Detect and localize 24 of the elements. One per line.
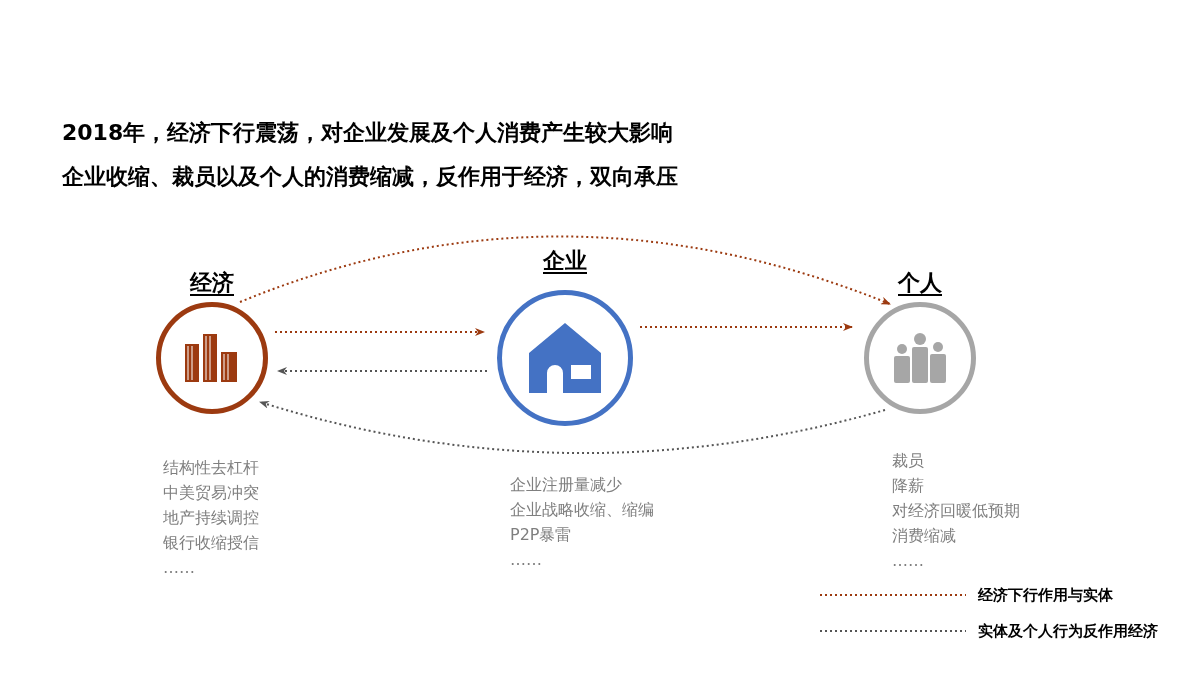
list-item: …… (510, 549, 543, 571)
list-item: …… (163, 557, 196, 579)
list-item: 中美贸易冲突 (163, 482, 259, 504)
list-item: 对经济回暖低预期 (892, 500, 1020, 522)
list-item: 消费缩减 (892, 525, 957, 547)
subtitle: 企业收缩、裁员以及个人的消费缩减，反作用于经济，双向承压 (62, 163, 678, 191)
list-item: …… (892, 550, 925, 572)
list-item: 企业战略收缩、缩编 (510, 499, 654, 521)
node-heading: 个人 (898, 269, 942, 297)
dotted-arrow (274, 328, 485, 336)
list-item: 地产持续调控 (163, 507, 259, 529)
list-item: 结构性去杠杆 (163, 457, 259, 479)
dotted-arrow (639, 323, 853, 331)
list-item: 裁员 (892, 450, 925, 472)
list-item: 降薪 (892, 475, 925, 497)
dotted-arrow (277, 367, 488, 375)
title: 2018年，经济下行震荡，对企业发展及个人消费产生较大影响 (62, 119, 675, 147)
list-item: 银行收缩授信 (163, 532, 259, 554)
legend-text: 经济下行作用与实体 (978, 584, 1113, 606)
node-heading: 经济 (190, 269, 234, 297)
list-item: P2P暴雷 (510, 524, 573, 546)
legend-text: 实体及个人行为反作用经济 (978, 620, 1158, 642)
list-item: 企业注册量减少 (510, 474, 623, 496)
node-heading: 企业 (543, 247, 587, 275)
